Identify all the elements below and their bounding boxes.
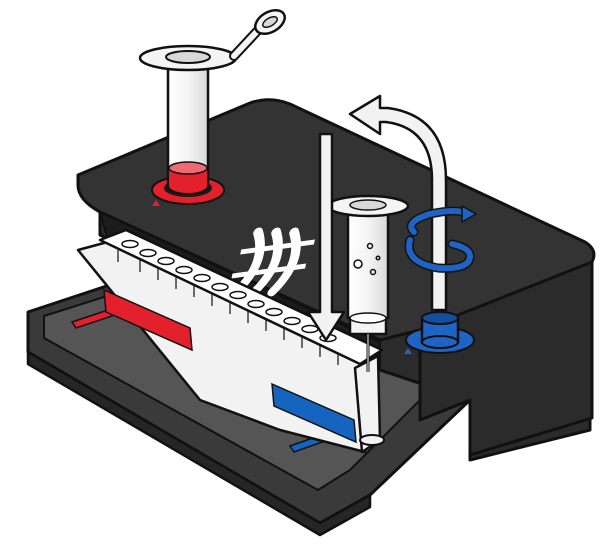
cassette-red-stripe xyxy=(103,288,193,352)
rotate-cw-icon xyxy=(404,204,478,273)
sample-tube[interactable] xyxy=(138,5,289,195)
tray-red-marker xyxy=(70,309,114,329)
blue-cap-top xyxy=(421,311,459,325)
cassette-blue-stripe xyxy=(271,382,357,444)
housing-front-block xyxy=(418,260,594,457)
red-sample-port-icon xyxy=(152,200,160,206)
lift-curved-arrow-icon xyxy=(348,94,448,312)
syringe-bubbles xyxy=(353,242,381,276)
tube-liquid-surface xyxy=(168,161,208,175)
tube-mouth xyxy=(165,50,211,64)
syringe[interactable] xyxy=(326,194,410,372)
insert-down-arrow-icon xyxy=(306,132,346,342)
blue-sample-port-icon xyxy=(404,348,412,354)
blue-sample-port[interactable] xyxy=(404,311,475,354)
cassette-wells xyxy=(121,239,337,343)
cassette-ribs xyxy=(117,250,339,365)
tray-front-lip xyxy=(26,350,372,537)
reagent-cassette[interactable] xyxy=(76,228,385,454)
